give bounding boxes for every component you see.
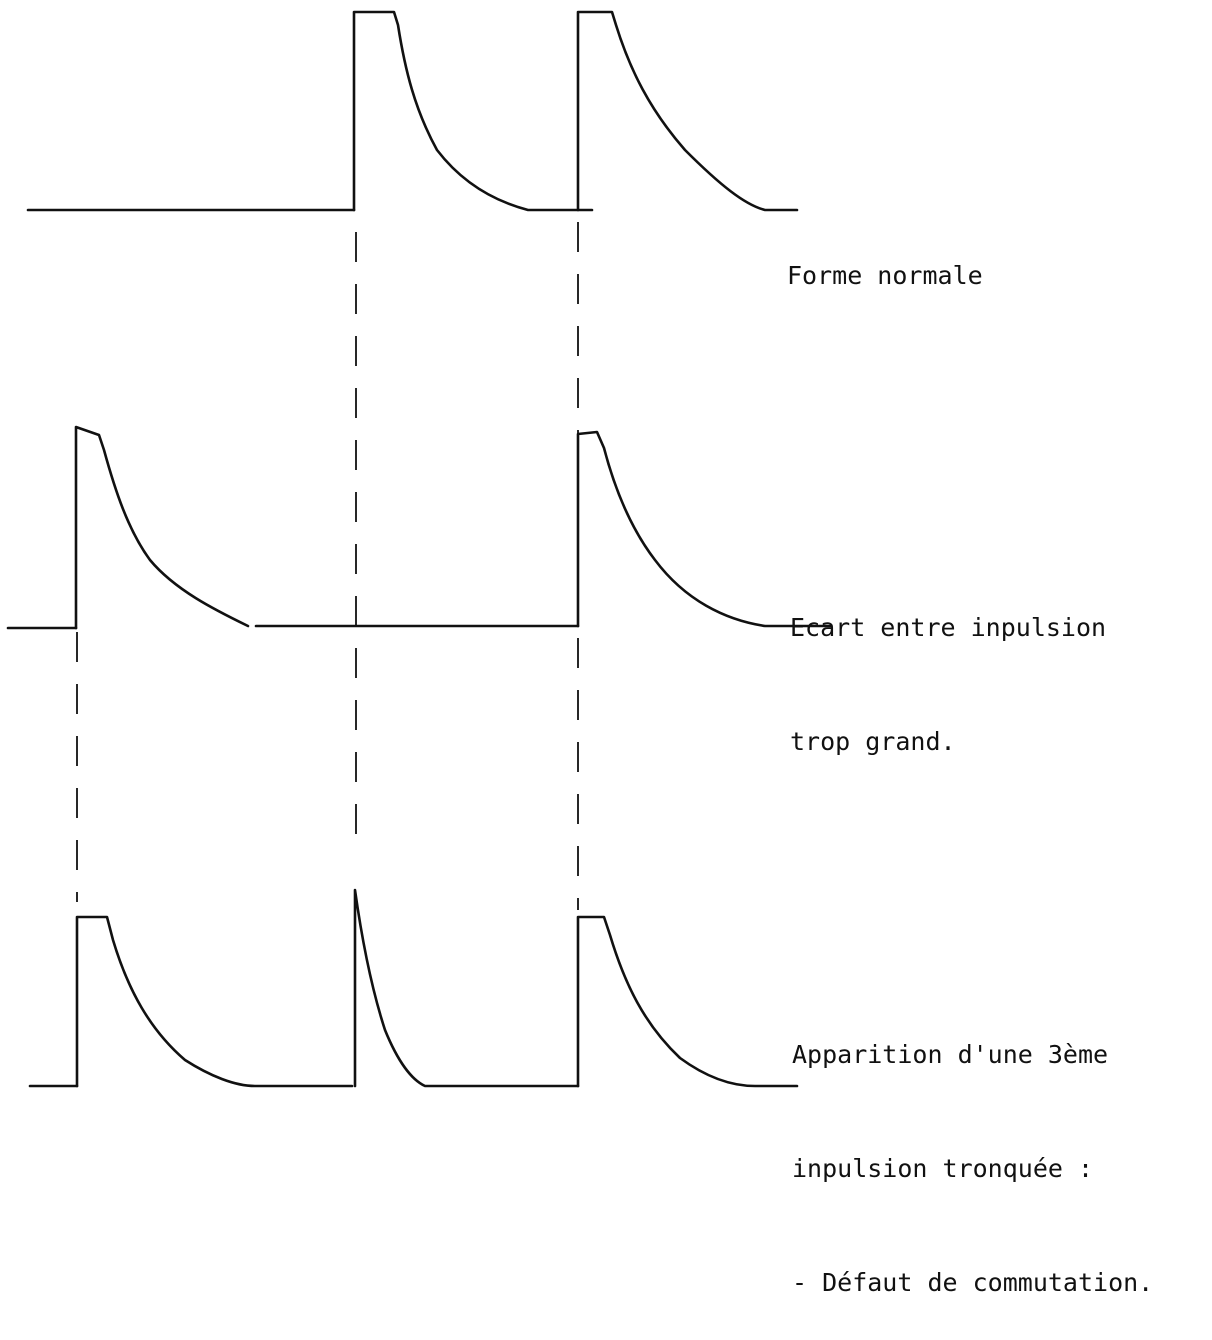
pulse-normal-2	[576, 10, 799, 212]
waveform-gap	[6, 425, 832, 630]
waveform-normal	[26, 10, 799, 212]
pulse-normal-1	[352, 10, 594, 212]
caption-third: Apparition d'une 3ème inpulsion tronquée…	[792, 960, 1153, 1340]
caption-normal-line1: Forme normale	[787, 261, 983, 290]
caption-gap-line2: trop grand.	[790, 727, 956, 756]
pulse-third-1	[75, 915, 354, 1088]
caption-gap-line1: Ecart entre inpulsion	[790, 613, 1107, 642]
caption-third-line3: - Défaut de commutation.	[792, 1268, 1154, 1297]
pulse-third-truncated	[353, 888, 580, 1088]
pulse-third-2	[576, 915, 799, 1088]
caption-gap: Ecart entre inpulsion trop grand.	[790, 533, 1106, 799]
caption-third-line1: Apparition d'une 3ème	[792, 1040, 1109, 1069]
caption-third-line2: inpulsion tronquée :	[792, 1154, 1094, 1183]
pulse-gap-2	[576, 430, 832, 628]
pulse-gap-1	[74, 425, 250, 630]
waveform-third	[28, 888, 799, 1088]
waveform-diagram	[6, 10, 832, 1088]
caption-normal: Forme normale	[787, 181, 983, 333]
